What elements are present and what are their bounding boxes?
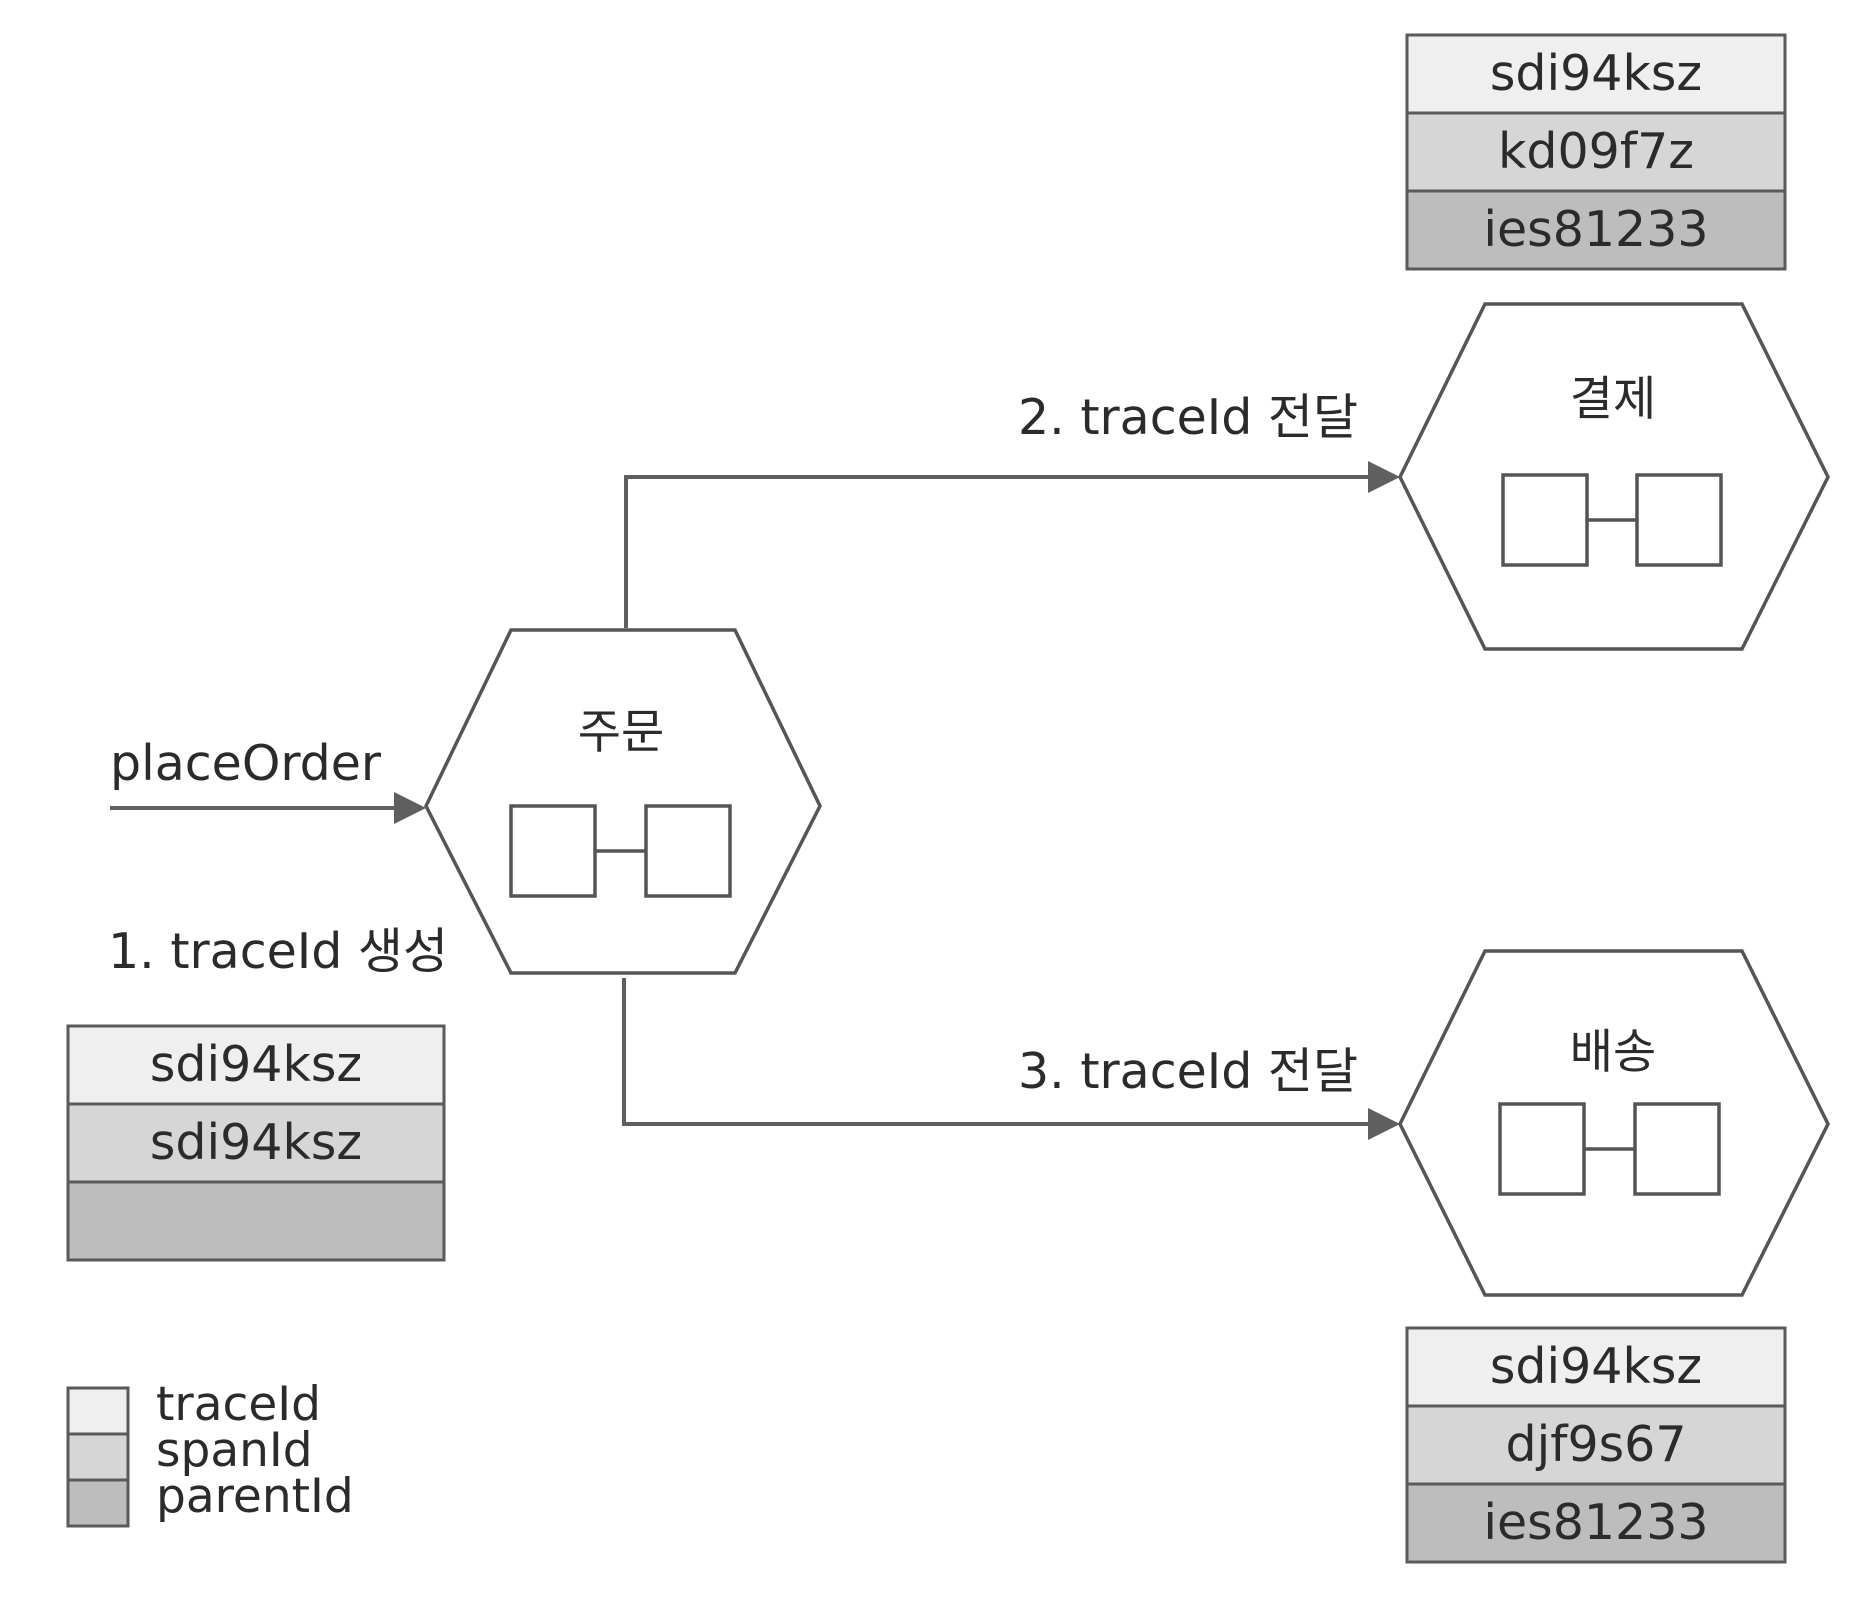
order-component-icon — [509, 804, 732, 898]
shipping-span-cell — [1405, 1404, 1787, 1486]
payment-parent-id: ies81233 — [1483, 201, 1708, 258]
order-span-id: sdi94ksz — [150, 1114, 362, 1171]
arrow-to-payment — [624, 475, 1374, 628]
payment-parent-cell — [1405, 189, 1787, 271]
shipping-trace-cell — [1405, 1326, 1787, 1408]
entry-label: placeOrder — [110, 735, 382, 792]
order-service-name: 주문 — [578, 705, 664, 760]
shipping-hexagon — [1398, 949, 1830, 1297]
flow-arrows — [110, 461, 1400, 1140]
shipping-parent-cell — [1405, 1482, 1787, 1564]
step-to-payment-label: 2. traceId 전달 — [1018, 389, 1358, 446]
arrow-to-shipping-head — [1368, 1108, 1400, 1140]
order-hexagon — [424, 628, 822, 975]
legend: traceId spanId parentId — [66, 1377, 354, 1528]
arrow-to-shipping — [622, 978, 1374, 1126]
id-table-order: sdi94ksz sdi94ksz — [66, 1024, 446, 1262]
shipping-parent-id: ies81233 — [1483, 1494, 1708, 1551]
step-create-label: 1. traceId 생성 — [108, 923, 448, 980]
order-parent-cell — [66, 1180, 446, 1262]
service-shipping: 배송 — [1398, 949, 1830, 1297]
legend-span-label: spanId — [156, 1423, 313, 1478]
legend-parent-swatch — [66, 1478, 130, 1528]
arrow-placeorder-head — [394, 792, 426, 824]
order-trace-cell — [66, 1024, 446, 1106]
payment-trace-id: sdi94ksz — [1490, 45, 1702, 102]
payment-hexagon — [1398, 302, 1830, 651]
shipping-trace-id: sdi94ksz — [1490, 1338, 1702, 1395]
shipping-service-name: 배송 — [1570, 1025, 1656, 1080]
payment-trace-cell — [1405, 33, 1787, 115]
legend-trace-swatch — [66, 1386, 130, 1436]
legend-parent-label: parentId — [156, 1469, 354, 1524]
payment-span-id: kd09f7z — [1498, 123, 1694, 180]
id-table-payment: sdi94ksz kd09f7z ies81233 — [1405, 33, 1787, 271]
shipping-component-icon — [1498, 1102, 1721, 1196]
legend-span-swatch — [66, 1432, 130, 1482]
arrow-to-payment-head — [1368, 461, 1400, 493]
id-table-shipping: sdi94ksz djf9s67 ies81233 — [1405, 1326, 1787, 1564]
order-trace-id: sdi94ksz — [150, 1036, 362, 1093]
payment-component-icon — [1501, 473, 1723, 567]
service-payment: 결제 — [1398, 302, 1830, 651]
order-span-cell — [66, 1102, 446, 1184]
shipping-span-id: djf9s67 — [1505, 1416, 1686, 1473]
payment-service-name: 결제 — [1570, 372, 1656, 427]
service-order: 주문 — [424, 628, 822, 975]
legend-trace-label: traceId — [156, 1377, 321, 1432]
step-to-shipping-label: 3. traceId 전달 — [1018, 1043, 1358, 1100]
